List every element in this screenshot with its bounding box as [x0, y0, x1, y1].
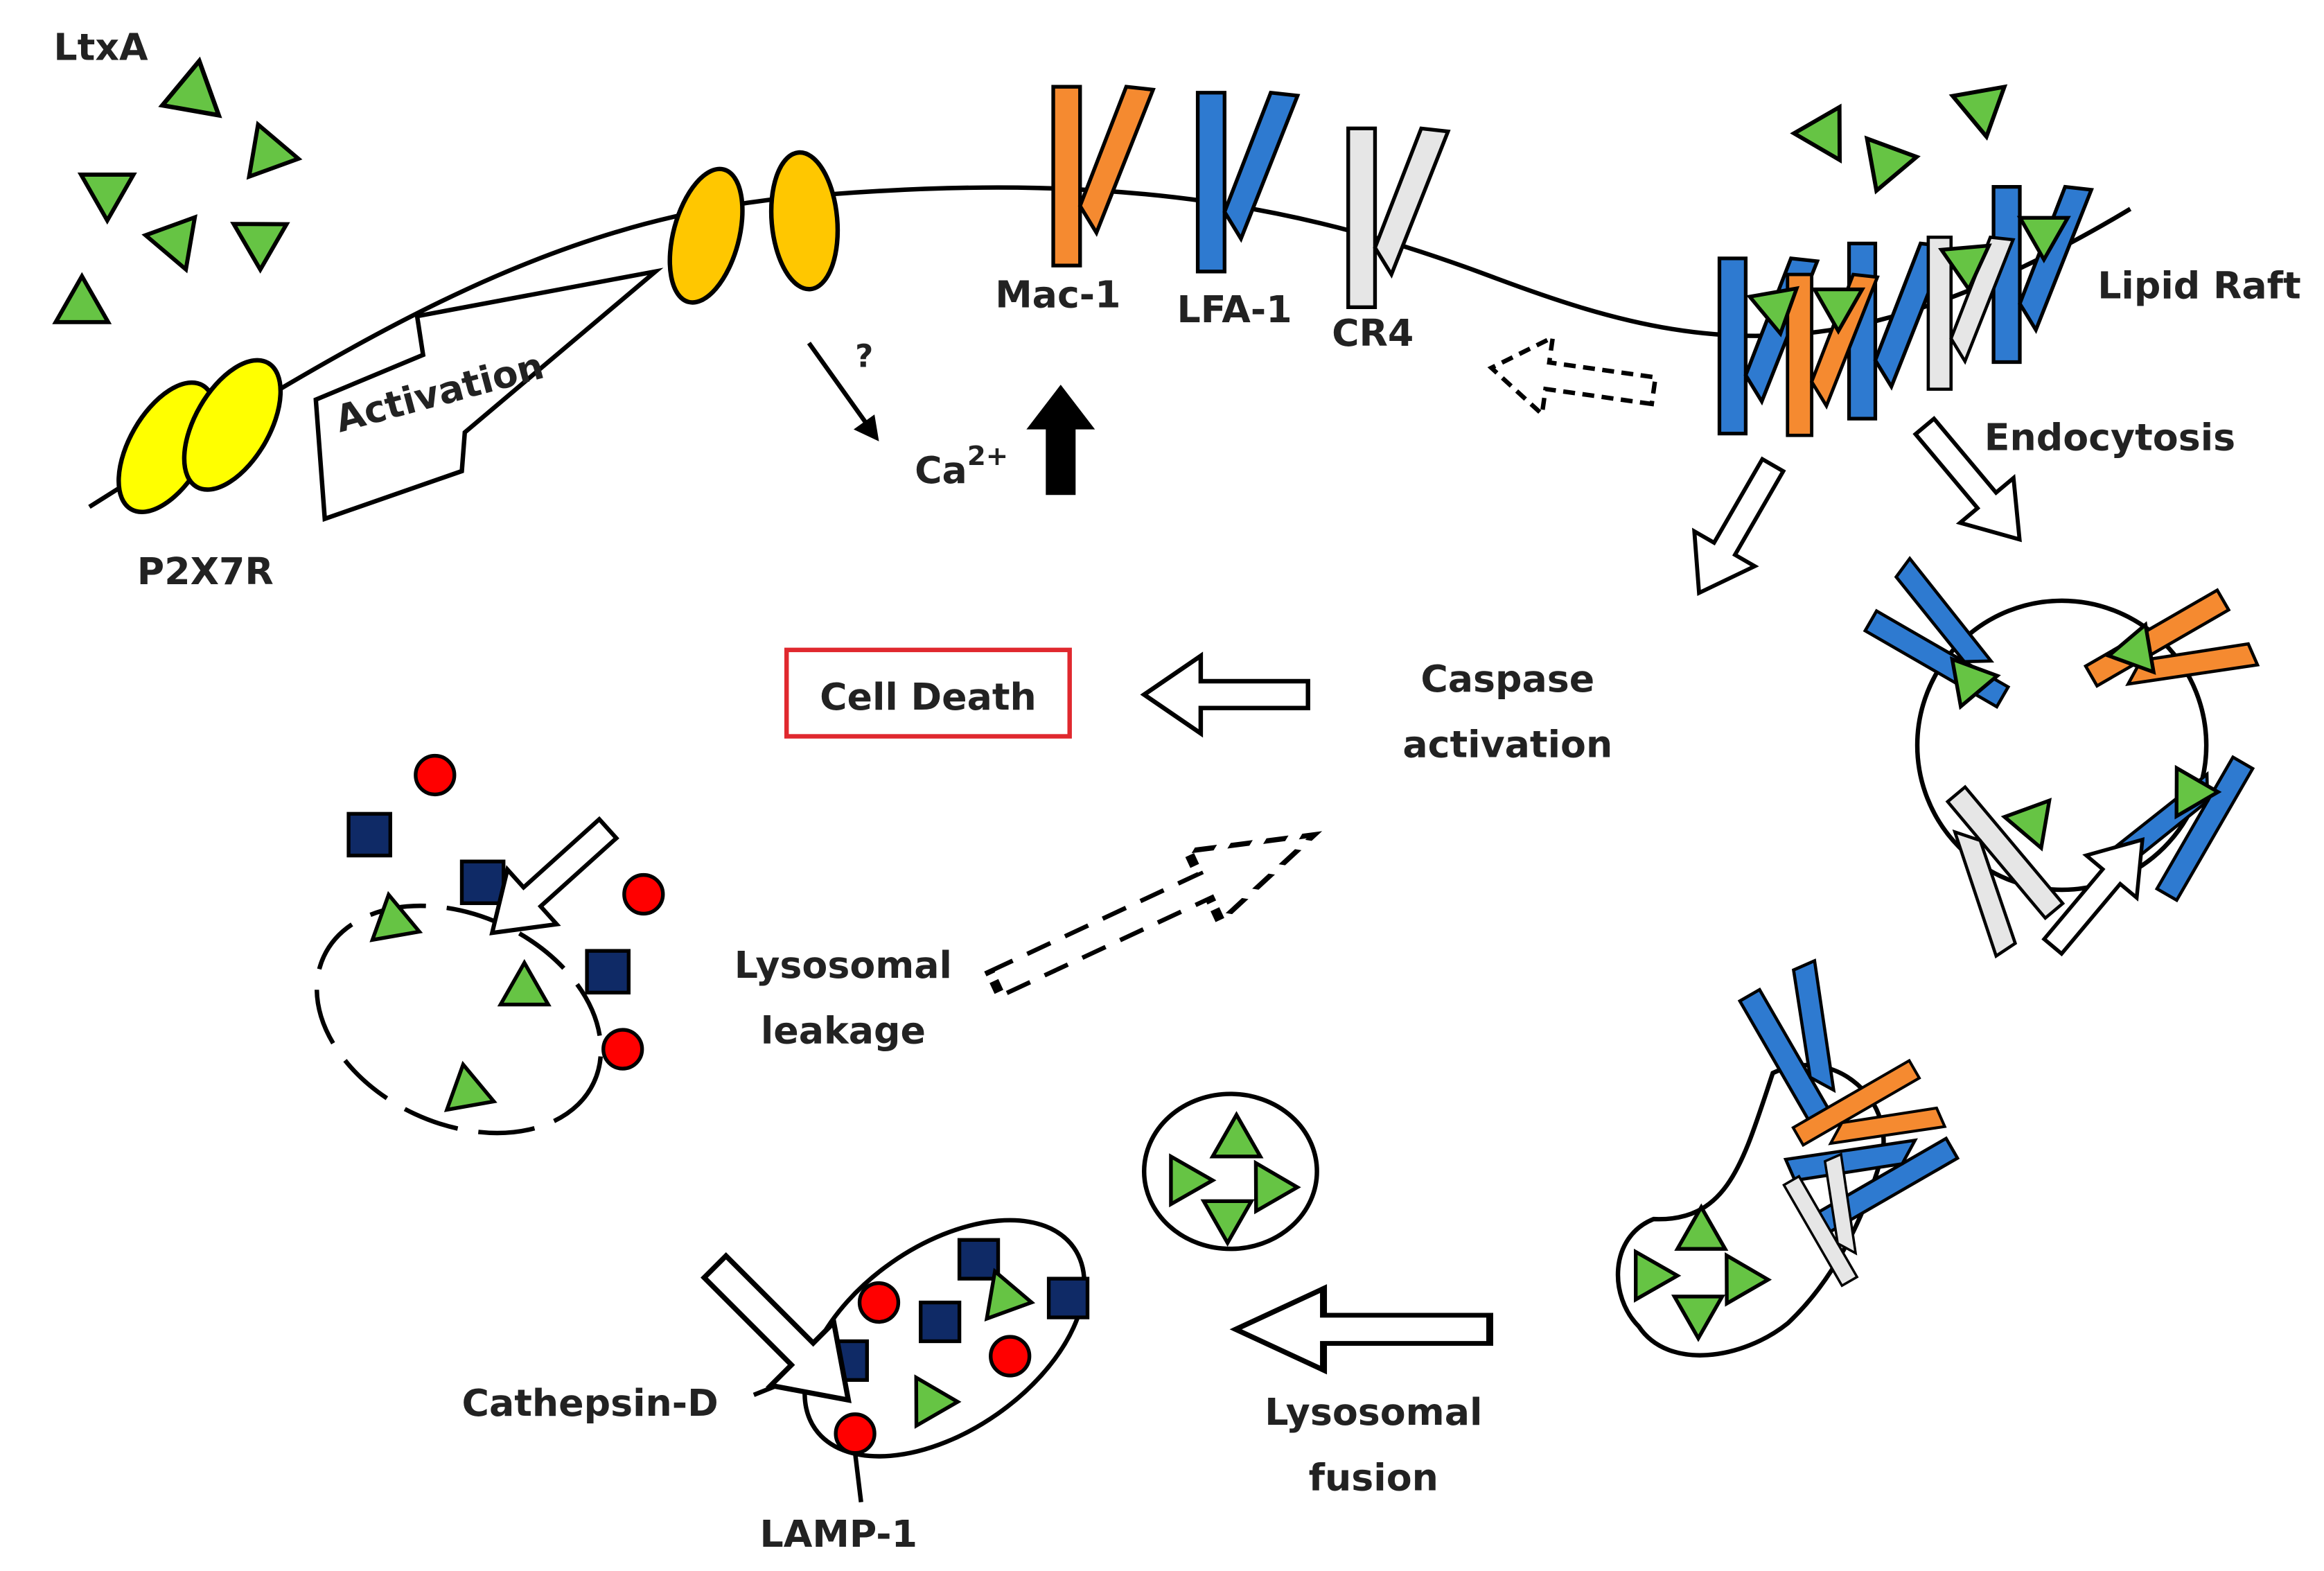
cathepsin-label: Cathepsin-D: [462, 1381, 719, 1425]
pannexin-channel: [667, 150, 840, 305]
lipid-raft-label: Lipid Raft: [2097, 263, 2301, 307]
cr4-label: CR4: [1332, 311, 1414, 355]
endosome: [1865, 557, 2260, 958]
leaky-lysosome: [315, 753, 665, 1136]
caspase-label-line1: Caspase: [1420, 657, 1594, 701]
mac1-receptor: [1053, 87, 1153, 265]
lysosomal-fusion-line1: Lysosomal: [1265, 1390, 1482, 1434]
ca-to-raft-dashed-arrow: [1486, 329, 1660, 429]
question-mark: ?: [855, 337, 873, 374]
calcium-label: Ca2+: [915, 441, 1008, 492]
lysosome: [752, 1218, 1090, 1503]
lysosomal-fusion-arrow: [1235, 1289, 1490, 1370]
caspase-label-line2: activation: [1402, 723, 1612, 766]
calcium-increase-arrow: [1026, 385, 1095, 495]
p2x7r-receptor: [116, 358, 283, 515]
cell-death-box: [784, 647, 1072, 739]
lysosomal-leakage-line1: Lysosomal: [734, 943, 952, 987]
lfa1-receptor: [1198, 93, 1298, 272]
p2x7r-label: P2X7R: [137, 550, 274, 593]
endocytosis-label: Endocytosis: [1984, 416, 2235, 459]
cr4-receptor: [1348, 128, 1448, 307]
raft-to-caspase-arrow: [1669, 448, 1804, 611]
calcium-arrow: [807, 342, 871, 428]
toxin-vesicle: [1141, 1091, 1319, 1252]
lysosomal-fusion-line2: fusion: [1309, 1455, 1438, 1499]
mac1-label: Mac-1: [995, 272, 1120, 316]
lamp1-label: LAMP-1: [759, 1512, 917, 1556]
lipid-raft-cluster: [1719, 187, 2091, 436]
lysosomal-leakage-line2: leakage: [761, 1008, 926, 1052]
ltxa-label: LtxA: [53, 25, 148, 69]
budding-vesicle: [1615, 958, 1957, 1358]
cell-death-label: Cell Death: [820, 675, 1037, 719]
leakage-to-caspase-dashed-arrow: [979, 800, 1331, 1019]
lfa1-label: LFA-1: [1177, 288, 1292, 331]
activation-arrow: [313, 267, 664, 523]
caspase-to-death-arrow: [1144, 656, 1308, 733]
